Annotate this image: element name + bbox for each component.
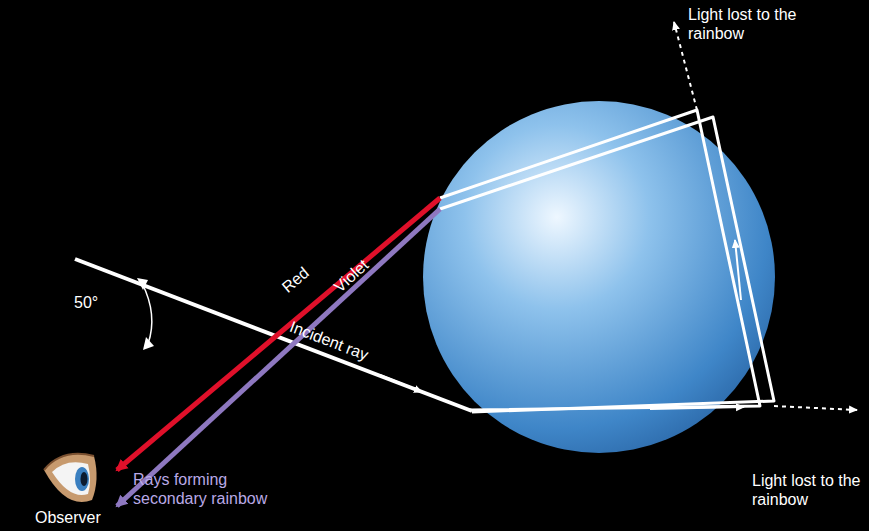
direction-arrow bbox=[650, 407, 744, 409]
internal-rays bbox=[440, 110, 774, 412]
red-ray bbox=[117, 198, 440, 470]
angle-arrowhead bbox=[143, 337, 154, 350]
direction-arrow bbox=[380, 375, 422, 392]
angle-arrowhead bbox=[137, 278, 148, 290]
angle-label: 50° bbox=[74, 293, 98, 312]
lost-light-label: Light lost to the rainbow bbox=[688, 5, 808, 43]
direction-arrow bbox=[735, 240, 741, 300]
ray-color-label: Red bbox=[278, 263, 313, 296]
lost-light-ray bbox=[774, 406, 857, 410]
observer-label: Observer bbox=[35, 508, 101, 527]
lost-light-label: Light lost to the rainbow bbox=[752, 471, 867, 509]
raindrop bbox=[423, 101, 775, 453]
rays-label: Rays forming secondary rainbow bbox=[133, 470, 268, 508]
observer-eye bbox=[44, 454, 97, 502]
violet-ray bbox=[117, 209, 440, 506]
angle-arc bbox=[142, 283, 152, 344]
